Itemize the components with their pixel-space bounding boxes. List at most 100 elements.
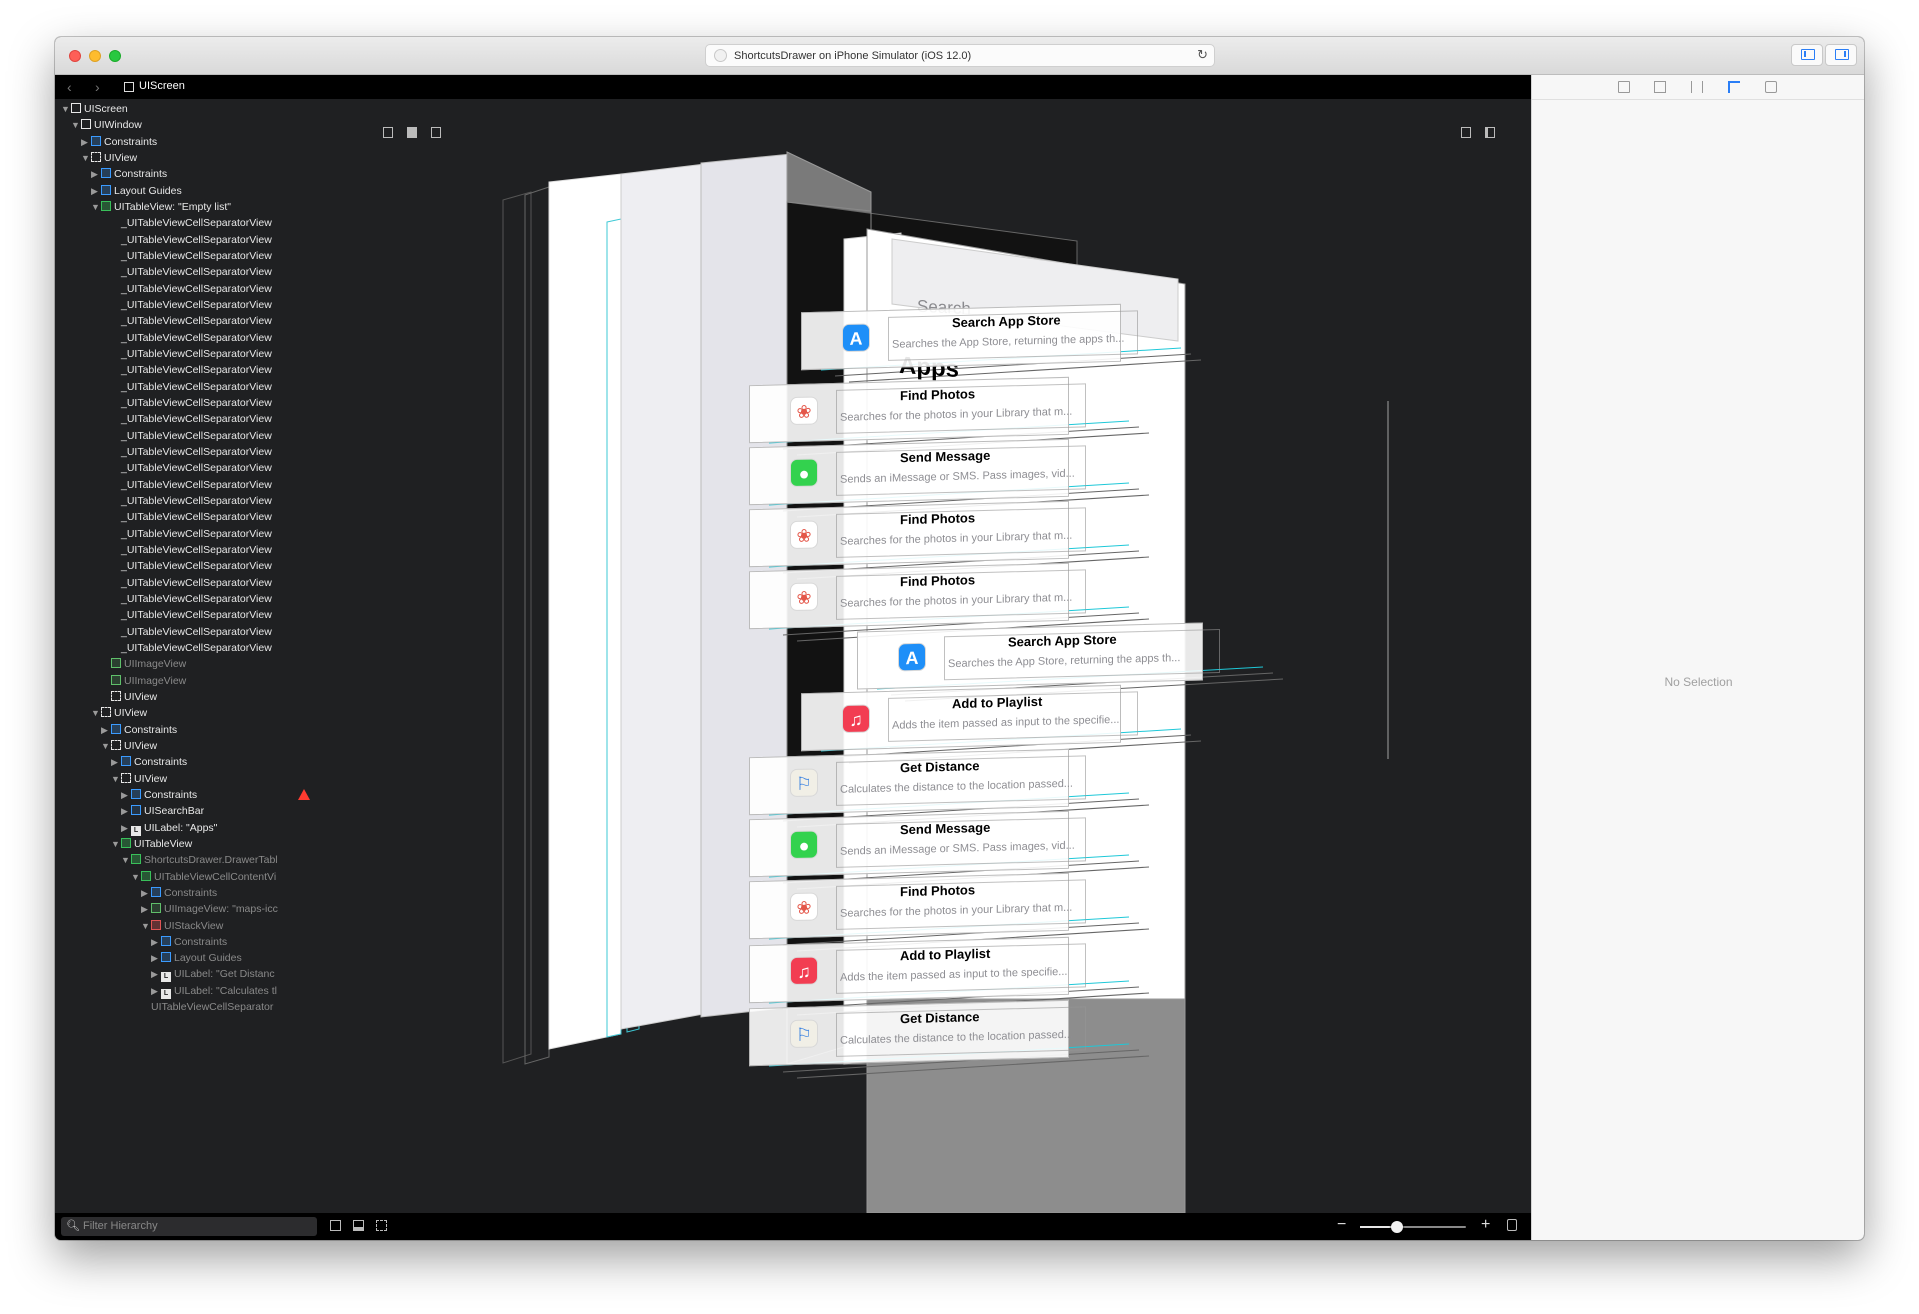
disclosure-closed-icon[interactable]: ▶	[121, 789, 128, 800]
tree-row[interactable]: _UITableViewCellSeparatorView	[111, 542, 272, 558]
tree-row[interactable]: _UITableViewCellSeparatorView	[111, 493, 272, 509]
zoom-slider[interactable]	[1360, 1221, 1466, 1233]
tree-row[interactable]: _UITableViewCellSeparatorView	[111, 558, 272, 574]
disclosure-open-icon[interactable]: ▼	[141, 920, 150, 931]
disclosure-closed-icon[interactable]: ▶	[91, 185, 98, 196]
show-clipped-icon[interactable]	[383, 127, 393, 138]
tree-row[interactable]: ▶Constraints	[101, 722, 177, 738]
tree-row[interactable]: UIView	[101, 689, 157, 705]
disclosure-closed-icon[interactable]: ▶	[141, 887, 148, 898]
tree-row[interactable]: _UITableViewCellSeparatorView	[111, 232, 272, 248]
tree-row[interactable]: ▼UIView	[111, 771, 167, 787]
tree-row[interactable]: _UITableViewCellSeparatorView	[111, 297, 272, 313]
disclosure-closed-icon[interactable]: ▶	[101, 724, 108, 735]
tree-row[interactable]: _UITableViewCellSeparatorView	[111, 428, 272, 444]
orientation-lock-icon[interactable]	[1507, 1219, 1517, 1231]
disclosure-closed-icon[interactable]: ▶	[81, 136, 88, 147]
show-wireframe-icon[interactable]	[431, 127, 441, 138]
tree-row[interactable]: ▶Layout Guides	[91, 183, 182, 199]
size-inspector-icon[interactable]	[1728, 81, 1740, 93]
tree-row[interactable]: ▶Layout Guides	[151, 950, 242, 966]
tree-row[interactable]: ▼UIWindow	[71, 117, 142, 133]
disclosure-closed-icon[interactable]: ▶	[151, 969, 158, 980]
tree-row[interactable]: ▼UITableView: "Empty list"	[91, 199, 231, 215]
tree-row[interactable]: _UITableViewCellSeparatorView	[111, 411, 272, 427]
toggle-inspector-button[interactable]	[1825, 44, 1857, 66]
tree-row[interactable]: UIImageView	[101, 673, 186, 689]
tree-row[interactable]: ▼UIView	[101, 738, 157, 754]
tree-row[interactable]: _UITableViewCellSeparatorView	[111, 248, 272, 264]
disclosure-closed-icon[interactable]: ▶	[91, 169, 98, 180]
tree-row[interactable]: ▼UIView	[91, 705, 147, 721]
tree-row[interactable]: ▼UITableView	[111, 836, 192, 852]
disclosure-closed-icon[interactable]: ▶	[121, 822, 128, 833]
tree-row[interactable]: ▶Constraints	[141, 885, 217, 901]
tree-row[interactable]: _UITableViewCellSeparatorView	[111, 444, 272, 460]
attributes-inspector-icon[interactable]	[1691, 81, 1703, 93]
tree-row[interactable]: _UITableViewCellSeparatorView	[111, 264, 272, 280]
filter-field[interactable]: 🔍︎ Filter Hierarchy	[61, 1217, 317, 1236]
reload-icon[interactable]: ↻	[1197, 47, 1208, 62]
forward-chevron-icon[interactable]: ›	[95, 79, 100, 95]
close-button[interactable]	[69, 50, 81, 62]
tree-row[interactable]: ▶Constraints	[121, 787, 197, 803]
tree-row[interactable]: _UITableViewCellSeparatorView	[111, 281, 272, 297]
breadcrumb[interactable]: UIScreen	[139, 80, 185, 92]
tree-row[interactable]: ▶UIImageView: "maps-icc	[141, 901, 278, 917]
disclosure-open-icon[interactable]: ▼	[121, 855, 130, 866]
tree-row[interactable]: _UITableViewCellSeparatorView	[111, 362, 272, 378]
tree-row[interactable]: _UITableViewCellSeparatorView	[111, 624, 272, 640]
disclosure-open-icon[interactable]: ▼	[61, 104, 70, 114]
hide-views-icon[interactable]	[353, 1220, 364, 1231]
tree-row[interactable]: _UITableViewCellSeparatorView	[111, 477, 272, 493]
object-inspector-icon[interactable]	[1654, 81, 1666, 93]
orientation-icon[interactable]	[1461, 127, 1471, 138]
warning-icon[interactable]	[298, 788, 310, 800]
tree-row[interactable]: ▼UITableViewCellContentVi	[131, 869, 276, 885]
show-filled-icon[interactable]	[407, 127, 417, 138]
disclosure-closed-icon[interactable]: ▶	[141, 904, 148, 915]
tree-row[interactable]: _UITableViewCellSeparatorView	[111, 215, 272, 231]
tree-row[interactable]: UITableViewCellSeparator	[141, 999, 273, 1015]
tree-row[interactable]: _UITableViewCellSeparatorView	[111, 330, 272, 346]
disclosure-open-icon[interactable]: ▼	[101, 740, 110, 751]
tree-row[interactable]: _UITableViewCellSeparatorView	[111, 575, 272, 591]
tree-row[interactable]: ▶UISearchBar	[121, 803, 204, 819]
disclosure-open-icon[interactable]: ▼	[111, 773, 120, 784]
disclosure-closed-icon[interactable]: ▶	[151, 985, 158, 996]
device-frame-icon[interactable]	[1485, 127, 1495, 138]
disclosure-closed-icon[interactable]: ▶	[151, 953, 158, 964]
disclosure-closed-icon[interactable]: ▶	[111, 757, 118, 768]
zoom-in-button[interactable]: +	[1481, 1216, 1491, 1233]
zoom-slider-knob[interactable]	[1391, 1221, 1404, 1233]
zoom-button[interactable]	[109, 50, 121, 62]
minimize-button[interactable]	[89, 50, 101, 62]
tree-row[interactable]: _UITableViewCellSeparatorView	[111, 346, 272, 362]
toggle-navigator-button[interactable]	[1791, 44, 1823, 66]
layer-inspector-icon[interactable]	[1765, 81, 1777, 93]
back-chevron-icon[interactable]: ‹	[67, 79, 72, 95]
tree-row[interactable]: _UITableViewCellSeparatorView	[111, 379, 272, 395]
tree-row[interactable]: ▼ShortcutsDrawer.DrawerTabl	[121, 852, 278, 868]
tree-row[interactable]: _UITableViewCellSeparatorView	[111, 591, 272, 607]
tree-row[interactable]: ▶Constraints	[91, 166, 167, 182]
clip-views-icon[interactable]	[376, 1220, 387, 1231]
tree-row[interactable]: _UITableViewCellSeparatorView	[111, 313, 272, 329]
tree-row[interactable]: ▼UIView	[81, 150, 137, 166]
tree-row[interactable]: _UITableViewCellSeparatorView	[111, 509, 272, 525]
